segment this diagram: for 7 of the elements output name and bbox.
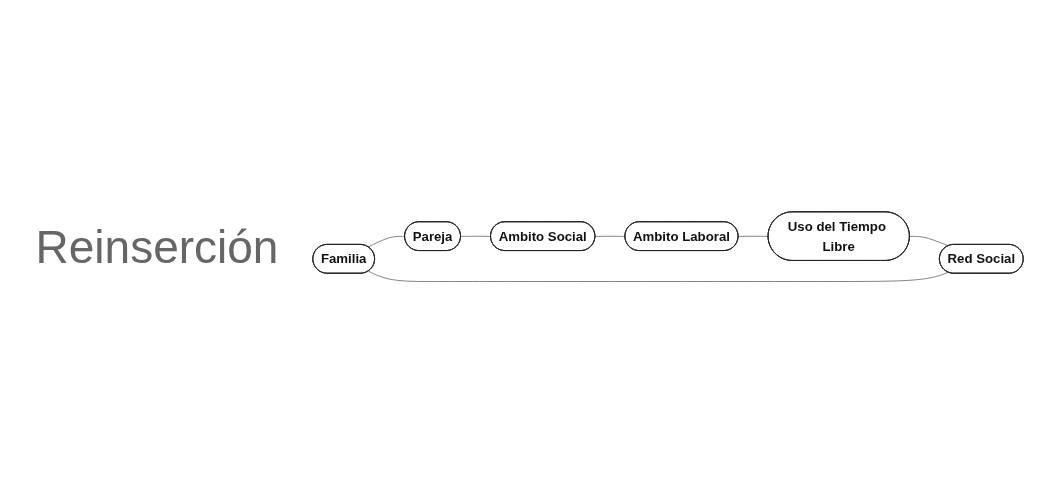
connector [909, 235, 950, 247]
connector [368, 235, 406, 248]
center-label: Reinserción [35, 219, 279, 274]
connector [460, 235, 492, 237]
connector [595, 235, 626, 237]
connector [738, 235, 770, 237]
connector [368, 270, 950, 282]
